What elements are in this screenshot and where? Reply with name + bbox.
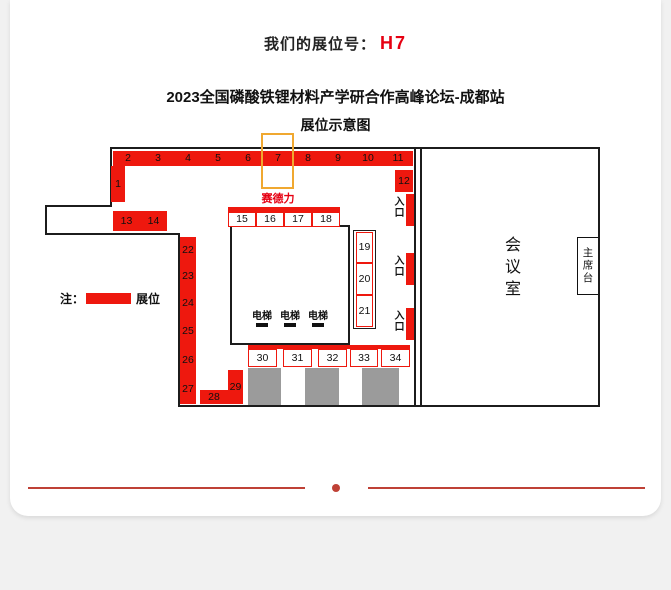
booth-5: 5 (203, 151, 233, 166)
booth-13: 13 (113, 211, 140, 231)
legend: 注： 展位 (60, 290, 160, 307)
booth-34: 34 (381, 349, 410, 367)
wall (45, 233, 180, 235)
our-booth-line: 我们的展位号：H7 (10, 33, 661, 54)
booth-23: 23 (180, 263, 196, 290)
elevator-icon (284, 323, 296, 327)
booth-number-value: H7 (380, 33, 408, 53)
article-card: 我们的展位号：H7 2023全国磷酸铁锂材料产学研合作高峰论坛-成都站 展位示意… (10, 0, 661, 516)
booth-2: 2 (113, 151, 143, 166)
podium-box: 主席台 (577, 237, 599, 295)
podium-label: 主席台 (581, 247, 594, 285)
booth-27: 27 (180, 375, 196, 404)
booth-12: 12 (395, 170, 413, 192)
highlight-booth-name: 赛德力 (261, 193, 295, 205)
elevator-icon (312, 323, 324, 327)
booth-20: 20 (356, 263, 373, 295)
elevator-shaft (362, 368, 399, 405)
booth-3: 3 (143, 151, 173, 166)
legend-booth-swatch (86, 293, 132, 304)
elevator-label: 电梯 (280, 311, 300, 322)
footer-divider (10, 483, 661, 493)
booth-strip (228, 207, 340, 212)
elevator-shaft (305, 368, 339, 405)
wall (414, 147, 416, 405)
elevator-label: 电梯 (308, 311, 328, 322)
booth-26: 26 (180, 345, 196, 375)
booth-6: 6 (233, 151, 263, 166)
divider-line-right (368, 487, 645, 489)
wall (178, 405, 600, 407)
entrance-label: 入口 (392, 196, 403, 218)
elevator-label: 电梯 (252, 311, 272, 322)
booth-10: 10 (353, 151, 383, 166)
entrance-label: 入口 (392, 255, 403, 277)
wall (110, 147, 600, 149)
entrance-marker (406, 253, 414, 285)
entrance-marker (406, 194, 414, 226)
entrance-marker (406, 308, 414, 340)
booth-7: 7 (263, 151, 293, 166)
booth-24: 24 (180, 290, 196, 317)
booth-strip (248, 345, 410, 349)
conference-room-label: 会议室 (502, 236, 519, 302)
booth-15: 15 (228, 212, 256, 227)
booth-17: 17 (284, 212, 312, 227)
booth-29: 29 (228, 370, 243, 404)
booth-19-21-outline (353, 230, 376, 329)
booth-31: 31 (283, 349, 312, 367)
wall (598, 147, 600, 407)
booth-1: 1 (111, 166, 125, 202)
central-block-outline (230, 225, 350, 345)
wall (45, 205, 112, 207)
elevator-shaft (248, 368, 281, 405)
map-subtitle: 展位示意图 (300, 117, 371, 133)
highlight-booth-7-box (261, 133, 294, 189)
divider-dot (332, 484, 340, 492)
booth-28: 28 (200, 390, 228, 404)
booth-16: 16 (256, 212, 284, 227)
booth-21: 21 (356, 295, 373, 327)
wall (45, 205, 47, 235)
wall (420, 147, 422, 405)
booth-9: 9 (323, 151, 353, 166)
legend-note: 注： (60, 292, 85, 306)
forum-title: 2023全国磷酸铁锂材料产学研合作高峰论坛-成都站 (166, 89, 505, 106)
legend-booth-label: 展位 (136, 292, 161, 306)
booth-25: 25 (180, 317, 196, 345)
booth-33: 33 (350, 349, 378, 367)
booth-30: 30 (248, 349, 277, 367)
booth-32: 32 (318, 349, 347, 367)
booth-number-label: 我们的展位号： (263, 36, 376, 53)
booth-8: 8 (293, 151, 323, 166)
entrance-label: 入口 (392, 310, 403, 332)
booth-22: 22 (180, 237, 196, 263)
booth-18: 18 (312, 212, 340, 227)
booth-11: 11 (383, 151, 413, 166)
booth-19: 19 (356, 232, 373, 263)
booth-4: 4 (173, 151, 203, 166)
booth-14: 14 (140, 211, 167, 231)
elevator-icon (256, 323, 268, 327)
divider-line-left (28, 487, 305, 489)
wall (178, 233, 180, 407)
